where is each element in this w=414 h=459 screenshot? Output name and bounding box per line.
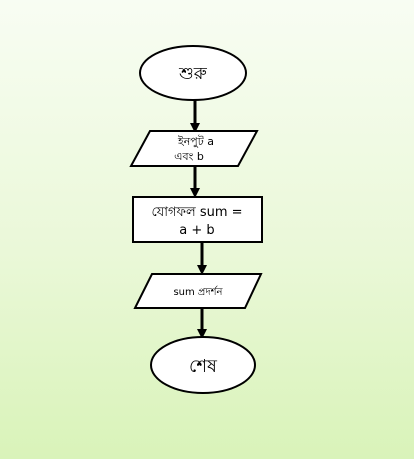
end-terminal: শেষ [150, 336, 256, 394]
process-label-line2: a + b [179, 223, 214, 238]
process-box: যোগফল sum = a + b [132, 196, 263, 243]
start-terminal: শুরু [139, 45, 247, 101]
input-label-line2: এবং b [174, 150, 204, 163]
start-label: শুরু [178, 64, 208, 84]
input-parallelogram: ইনপুট a এবং b [129, 130, 259, 167]
process-label-line1: যোগফল sum = [151, 205, 242, 220]
output-label: sum প্রদর্শন [173, 286, 223, 298]
input-label-line1: ইনপুট a [177, 135, 214, 148]
end-label: শেষ [189, 356, 218, 377]
output-parallelogram: sum প্রদর্শন [133, 273, 263, 309]
